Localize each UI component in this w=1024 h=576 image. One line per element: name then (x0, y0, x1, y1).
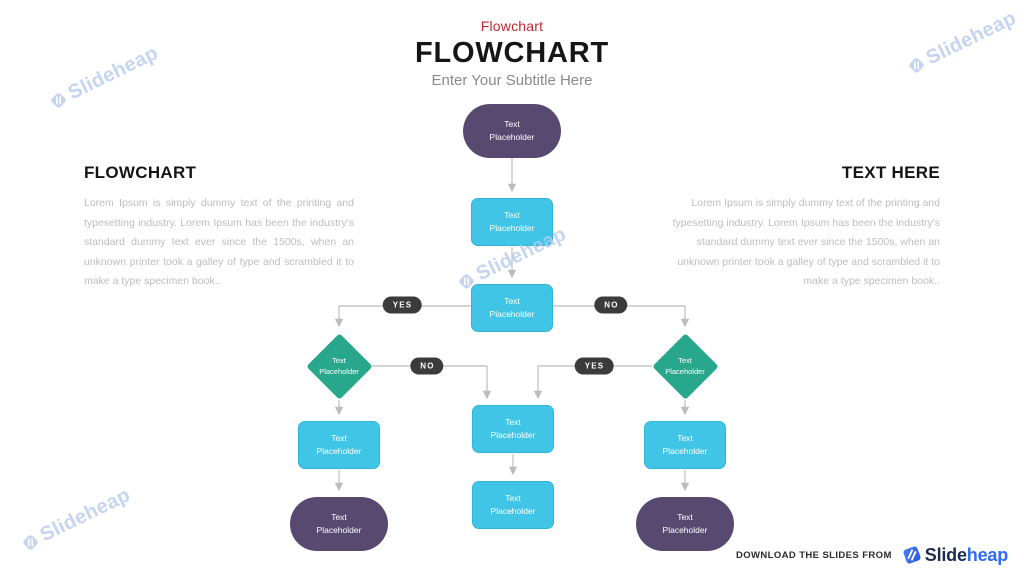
flow-node-label: Text Placeholder (489, 119, 535, 142)
connector-label-yes: YES (382, 296, 422, 314)
flow-node-center-process-2: Text Placeholder (472, 481, 554, 529)
flow-node-decision-source: Text Placeholder (471, 284, 553, 332)
flow-node-center-process: Text Placeholder (472, 405, 554, 453)
flow-node-right-process: Text Placeholder (644, 421, 726, 469)
flow-node-left-decision: Text Placeholder (305, 332, 373, 400)
connector-label-yes: YES (574, 357, 614, 375)
flow-node-label: Text Placeholder (490, 493, 536, 516)
flow-node-label: Text Placeholder (490, 417, 536, 440)
download-label: DOWNLOAD THE SLIDES FROM (735, 549, 892, 561)
flow-node-label: Text Placeholder (489, 296, 535, 319)
flow-node-label: Text Placeholder (665, 355, 705, 376)
brand-text-slide: Slide (924, 544, 967, 565)
right-section-body: Lorem Ipsum is simply dummy text of the … (672, 197, 940, 287)
flow-node-label: Text Placeholder (489, 210, 535, 233)
slideheap-brand-link[interactable]: Slideheap (901, 544, 1008, 566)
flow-node-label: Text Placeholder (662, 512, 708, 535)
flow-node-left-end: Text Placeholder (290, 497, 388, 551)
flow-node-label: Text Placeholder (662, 433, 708, 456)
flow-node-process-1: Text Placeholder (471, 198, 553, 246)
eyebrow-title: Flowchart (480, 18, 544, 34)
connector-label-no: NO (594, 296, 628, 314)
right-text-section: TEXT HERE Lorem Ipsum is simply dummy te… (670, 163, 940, 292)
footer: DOWNLOAD THE SLIDES FROM Slideheap (736, 544, 1008, 566)
left-text-section: FLOWCHART Lorem Ipsum is simply dummy te… (84, 163, 354, 292)
left-section-body: Lorem Ipsum is simply dummy text of the … (84, 197, 354, 287)
flow-node-right-decision: Text Placeholder (651, 332, 719, 400)
brand-text-heap: heap (966, 544, 1008, 565)
flow-node-label: Text Placeholder (316, 433, 362, 456)
flow-node-start: Text Placeholder (463, 104, 561, 158)
connector-label-no: NO (410, 357, 444, 375)
flow-node-label: Text Placeholder (316, 512, 362, 535)
connector-line (334, 305, 471, 328)
flow-node-label: Text Placeholder (319, 355, 359, 376)
subtitle: Enter Your Subtitle Here (431, 72, 593, 89)
header: Flowchart FLOWCHART Enter Your Subtitle … (0, 18, 1024, 89)
page-title: FLOWCHART (414, 37, 610, 69)
flow-node-left-process: Text Placeholder (298, 421, 380, 469)
flow-node-right-end: Text Placeholder (636, 497, 734, 551)
right-section-heading: TEXT HERE (841, 163, 940, 182)
slideheap-logo-icon (903, 546, 921, 564)
left-section-heading: FLOWCHART (84, 163, 197, 182)
connector-line (533, 365, 652, 400)
